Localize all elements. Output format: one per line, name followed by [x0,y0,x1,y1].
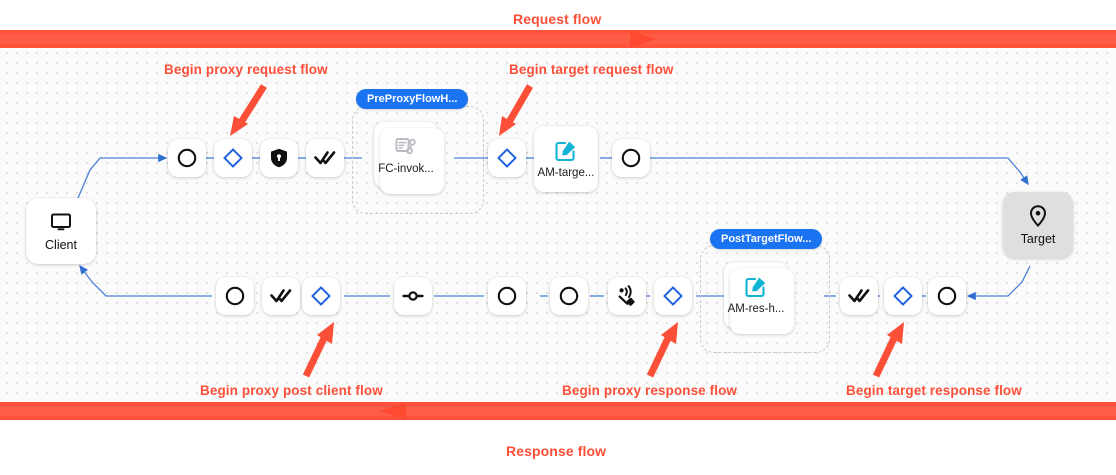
blue-diamond-icon [223,148,243,168]
endpoint-target-label: Target [1020,232,1056,247]
policy-node-am-res[interactable]: AM-res-h... [724,262,794,334]
circle-icon [937,286,957,306]
policy-node-fc-invoke-label: FC-invok... [378,163,434,176]
shield-lock-icon [271,148,287,168]
annotation-label-1: Begin proxy request flow [164,62,328,77]
flow-node-p5[interactable] [488,277,526,315]
flow-node-p2[interactable] [262,277,300,315]
flow-node-p10[interactable] [884,277,922,315]
signal-broadcast-icon [618,285,635,306]
map-pin-icon [1029,205,1047,228]
annotation-label-3: Begin proxy post client flow [200,383,383,398]
policy-node-am-target[interactable]: AM-targe... [534,126,598,192]
flow-node-p8[interactable] [654,277,692,315]
flow-node-p1[interactable] [216,277,254,315]
assign-message-icon [555,141,576,162]
endpoint-client-label: Client [45,238,77,253]
double-check-icon [314,151,336,165]
annotation-label-2: Begin target request flow [509,62,674,77]
flow-callout-icon [395,138,416,155]
double-check-icon [270,289,292,303]
assign-message-icon [745,277,766,298]
circle-icon [497,286,517,306]
request-flow-bar [0,30,1116,48]
response-flow-bar [0,402,1116,420]
circle-icon [177,148,197,168]
annotation-label-5: Begin target response flow [846,383,1022,398]
policy-node-fc-invoke[interactable]: FC-invok... [374,122,444,194]
blue-diamond-icon [663,286,683,306]
circle-icon [559,286,579,306]
flow-node-r2[interactable] [214,139,252,177]
annotation-arrow-4 [646,322,678,378]
diagram-background [0,46,1116,402]
annotation-arrow-3 [302,322,334,378]
flow-node-r6[interactable] [612,139,650,177]
annotation-arrow-5 [872,322,904,378]
blue-diamond-icon [893,286,913,306]
double-check-icon [848,289,870,303]
flow-group-preproxy-chip[interactable]: PreProxyFlowH... [356,89,469,109]
response-flow-bar-sheen [0,406,1116,416]
blue-diamond-icon [497,148,517,168]
annotation-arrow-2 [499,84,534,136]
node-link-icon [402,291,424,301]
flow-group-posttarget-chip[interactable]: PostTargetFlow... [710,229,823,249]
response-flow-arrowhead [380,402,406,420]
policy-stack-shadow [730,268,794,334]
annotation-arrow-1 [230,84,267,136]
flow-node-p7[interactable] [608,277,646,315]
blue-diamond-icon [311,286,331,306]
endpoint-client[interactable]: Client [26,198,96,264]
policy-node-am-res-label: AM-res-h... [727,303,785,316]
flow-node-r1[interactable] [168,139,206,177]
request-flow-label: Request flow [513,11,602,27]
circle-icon [621,148,641,168]
policy-node-am-target-label: AM-targe... [537,167,595,180]
flow-node-p9[interactable] [840,277,878,315]
flow-node-p4[interactable] [394,277,432,315]
circle-icon [225,286,245,306]
policy-stack-shadow [380,128,444,194]
flow-node-p6[interactable] [550,277,588,315]
annotation-label-4: Begin proxy response flow [562,383,738,398]
request-flow-bar-sheen [0,34,1116,44]
monitor-icon [51,213,71,231]
endpoint-target[interactable]: Target [1003,192,1073,258]
response-flow-label: Response flow [506,443,607,459]
flow-node-p3[interactable] [302,277,340,315]
flow-node-r5[interactable] [488,139,526,177]
flow-node-r4[interactable] [306,139,344,177]
flow-node-r3[interactable] [260,139,298,177]
flow-node-p11[interactable] [928,277,966,315]
request-flow-arrowhead [630,30,656,48]
